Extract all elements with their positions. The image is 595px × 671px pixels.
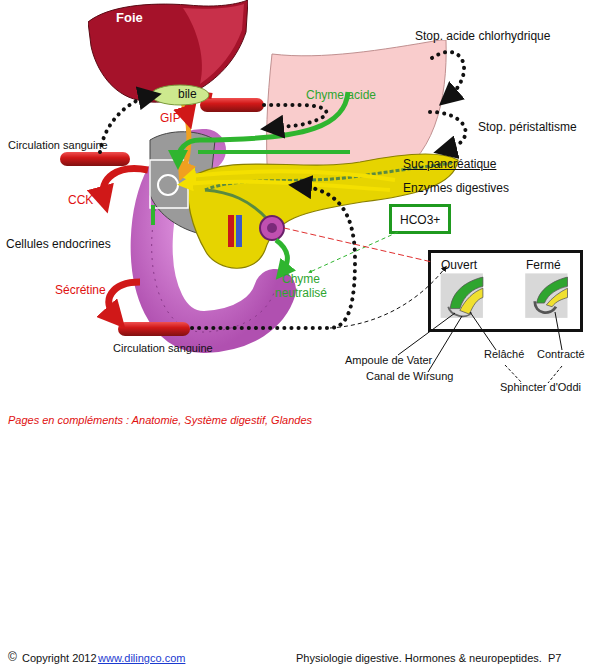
hormone-name: Sécrétine — [55, 283, 106, 297]
leader-line — [505, 365, 522, 383]
part-name: Cellules endocrines — [6, 237, 111, 251]
ampulla-hole — [267, 223, 277, 233]
blood-vessel — [118, 322, 190, 336]
endocrine-zone — [150, 160, 188, 208]
annotation: Suc pancréatique — [403, 157, 496, 171]
pancreatic-duct-open — [460, 288, 483, 314]
chyme-line — [151, 205, 155, 225]
pancreatic-duct-closed — [546, 288, 567, 307]
part-name: Ampoule de Vater — [345, 354, 432, 367]
hormone-arrow — [109, 282, 140, 318]
node-text: Foie — [116, 10, 143, 25]
hormone-pathway — [192, 186, 355, 328]
gallbladder: bile — [150, 84, 210, 106]
ampulla-ring — [260, 216, 284, 240]
duodenum — [152, 150, 275, 332]
copyright-symbol: © — [8, 650, 17, 664]
sphincter-inset: Ouvert Fermé — [428, 250, 583, 332]
node-text: HCO3+ — [400, 213, 440, 227]
duodenal-bulb — [150, 132, 215, 235]
pancreatic-duct-head — [205, 190, 268, 220]
part-name: Canal de Wirsung — [366, 370, 453, 383]
hormone-name: CCK — [68, 193, 93, 207]
node-text: Chyme acide — [306, 88, 376, 102]
sphincter-contracted — [535, 301, 556, 312]
blood-vessel — [200, 98, 264, 112]
tissue — [525, 273, 567, 317]
vein — [236, 215, 242, 247]
part-name: Contracté — [537, 348, 585, 361]
hormone-name: GIP — [160, 111, 181, 125]
bicarbonate-link — [310, 232, 398, 272]
node-text: Ouvert — [441, 258, 477, 272]
node-text: bile — [178, 87, 197, 101]
hormone-arrow — [103, 169, 148, 200]
part-name: Sphincter d'Oddi — [500, 381, 581, 394]
part-name: Relâché — [484, 348, 524, 361]
annotation: Stop. péristaltisme — [478, 120, 577, 134]
annotation: Stop. acide chlorhydrique — [415, 29, 550, 43]
stomach-outline — [262, 40, 448, 200]
blood-vessel — [60, 152, 130, 166]
node-text: Fermé — [526, 258, 561, 272]
sphincter-relaxed — [448, 307, 471, 317]
duodenum-texture — [152, 150, 275, 332]
bicarbonate-box: HCO3+ — [389, 204, 451, 234]
liver-lobe — [183, 4, 244, 84]
annotation: Chyme neutralisé — [268, 272, 334, 301]
annotation: Circulation sanguine — [113, 342, 213, 355]
bile-arrow — [182, 100, 189, 172]
leader-line — [548, 366, 562, 383]
tissue — [441, 273, 483, 317]
endocrine-cells — [158, 175, 178, 195]
copyright: Copyright 2012 — [22, 652, 97, 665]
note: Pages en compléments : Anatomie, Système… — [8, 414, 312, 427]
page-footer: Physiologie digestive. Hormones & neurop… — [296, 652, 561, 665]
stomach: Chyme acide — [262, 40, 448, 200]
gallbladder-shape — [151, 85, 209, 105]
artery — [228, 215, 234, 247]
neutralised-chyme-arrow — [276, 240, 287, 272]
annotation: Circulation sanguine — [8, 139, 108, 152]
website: www.dilingco.com — [98, 652, 185, 665]
annotation: Enzymes digestives — [403, 181, 509, 195]
